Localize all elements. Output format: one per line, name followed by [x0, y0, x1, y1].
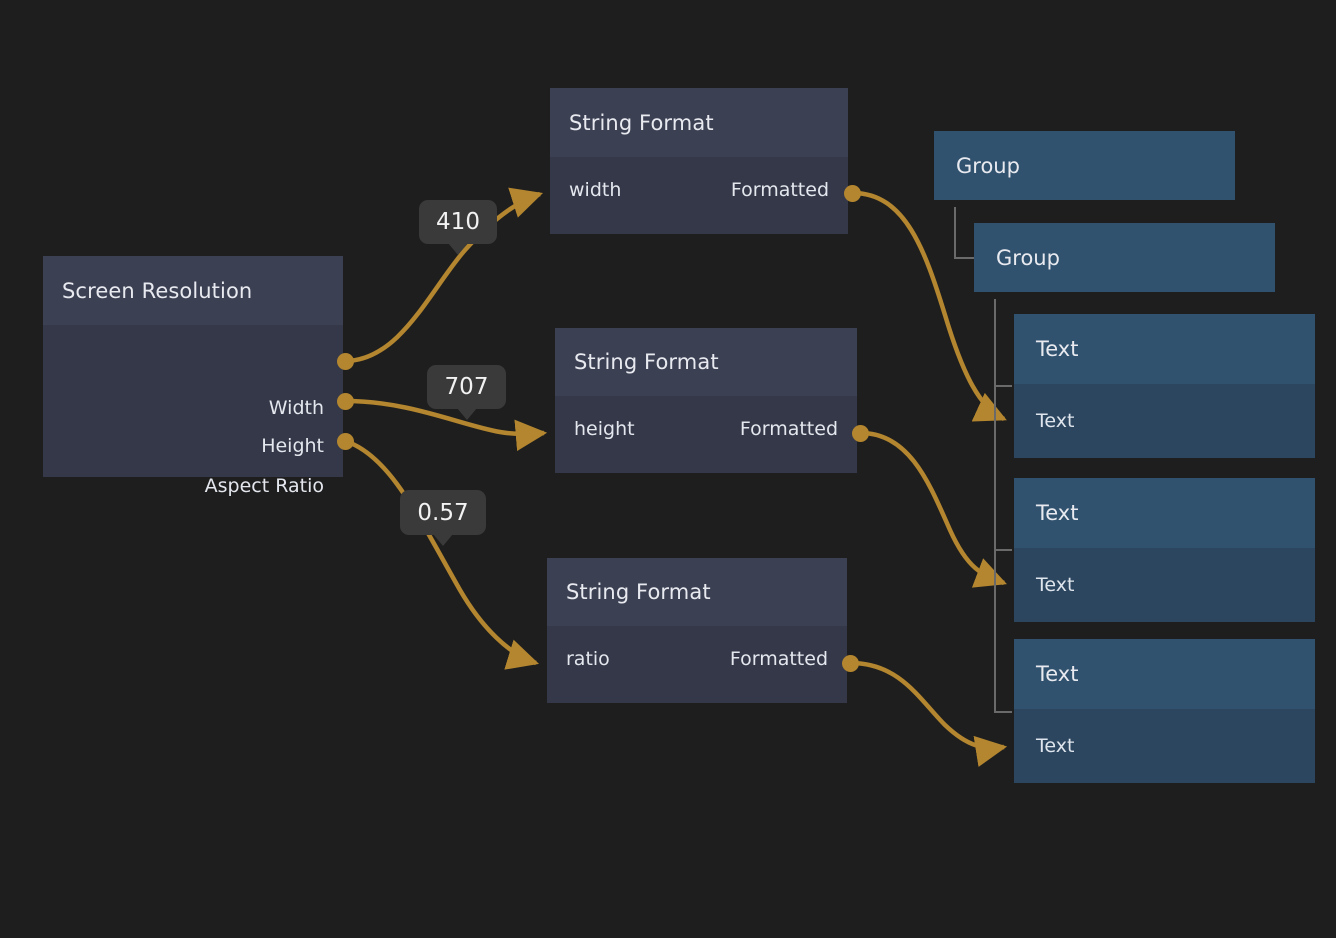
output-label-formatted-width: Formatted	[730, 179, 829, 201]
node-string-format-ratio-header[interactable]: String Format	[547, 558, 847, 626]
socket-output-formatted-height[interactable]	[852, 425, 869, 442]
input-label-ratio: ratio	[566, 648, 610, 670]
node-text-3-title: Text	[1036, 662, 1079, 686]
value-bubble-height[interactable]: 707	[427, 365, 506, 420]
tree-connector-stub-text-1	[994, 385, 1012, 387]
value-bubble-ratio-tail	[433, 534, 453, 546]
node-text-3-subtitle: Text	[1036, 735, 1075, 757]
value-bubble-height-tail	[456, 408, 477, 420]
node-text-2-subtitle: Text	[1036, 574, 1075, 596]
value-bubble-height-label: 707	[444, 374, 489, 400]
node-string-format-width-header[interactable]: String Format	[550, 88, 848, 157]
value-bubble-width-label: 410	[436, 209, 480, 235]
tree-connector-outer-stub	[954, 257, 974, 259]
socket-output-width[interactable]	[337, 353, 354, 370]
socket-output-aspect-ratio[interactable]	[337, 433, 354, 450]
node-string-format-width[interactable]: String Format width Formatted	[550, 88, 848, 234]
node-text-3-header[interactable]: Text	[1014, 639, 1315, 709]
node-text-1[interactable]: Text Text	[1014, 314, 1315, 458]
tree-connector-inner-vertical	[994, 299, 996, 713]
node-screen-resolution-header[interactable]: Screen Resolution	[43, 256, 343, 325]
node-group-inner-header[interactable]: Group	[974, 223, 1275, 292]
tree-connector-stub-text-3	[994, 711, 1012, 713]
node-string-format-width-title: String Format	[569, 110, 714, 135]
node-string-format-height-body: height Formatted	[555, 396, 857, 473]
port-row-ratio[interactable]: ratio Formatted	[547, 644, 847, 674]
node-text-2-body: Text	[1014, 548, 1315, 622]
output-label-formatted-ratio: Formatted	[729, 648, 828, 670]
node-text-1-title: Text	[1036, 337, 1079, 361]
output-label-width: Width	[268, 397, 324, 419]
node-string-format-height-title: String Format	[574, 350, 719, 374]
node-group-inner-title: Group	[996, 245, 1060, 270]
node-text-2[interactable]: Text Text	[1014, 478, 1315, 622]
node-screen-resolution-title: Screen Resolution	[62, 278, 253, 303]
node-string-format-ratio[interactable]: String Format ratio Formatted	[547, 558, 847, 703]
value-bubble-width[interactable]: 410	[419, 200, 497, 255]
output-label-aspect-ratio: Aspect Ratio	[204, 475, 324, 497]
wire-aspect-ratio	[344, 438, 540, 670]
node-group-outer[interactable]: Group	[934, 131, 1235, 200]
socket-output-formatted-ratio[interactable]	[842, 655, 859, 672]
wire-formatted-to-text-2	[860, 430, 1007, 588]
output-label-formatted-height: Formatted	[739, 418, 838, 440]
socket-output-height[interactable]	[337, 393, 354, 410]
port-row-width[interactable]: width Formatted	[550, 175, 848, 205]
node-screen-resolution[interactable]: Screen Resolution Width Height Aspect Ra…	[43, 256, 343, 497]
input-label-width: width	[569, 179, 622, 201]
node-text-2-header[interactable]: Text	[1014, 478, 1315, 548]
node-group-outer-title: Group	[956, 153, 1020, 178]
node-group-outer-header[interactable]: Group	[934, 131, 1235, 200]
tree-connector-stub-text-2	[994, 549, 1012, 551]
input-label-height: height	[574, 418, 635, 440]
socket-output-formatted-width[interactable]	[844, 185, 861, 202]
output-row-height[interactable]: Height	[43, 434, 343, 458]
output-label-height: Height	[261, 435, 324, 457]
node-string-format-ratio-body: ratio Formatted	[547, 626, 847, 703]
node-text-1-body: Text	[1014, 384, 1315, 458]
node-text-1-subtitle: Text	[1036, 410, 1075, 432]
wire-formatted-to-text-3	[850, 660, 1008, 767]
tree-connector-outer-vertical	[954, 207, 956, 259]
value-bubble-width-tail	[448, 243, 468, 255]
node-string-format-height-header[interactable]: String Format	[555, 328, 857, 396]
value-bubble-ratio-label: 0.57	[417, 499, 469, 526]
node-string-format-height[interactable]: String Format height Formatted	[555, 328, 857, 473]
node-text-1-header[interactable]: Text	[1014, 314, 1315, 384]
node-screen-resolution-body: Width Height Aspect Ratio	[43, 325, 343, 497]
node-string-format-width-body: width Formatted	[550, 157, 848, 234]
value-bubble-ratio[interactable]: 0.57	[400, 490, 486, 546]
output-row-width[interactable]: Width	[43, 396, 343, 420]
node-text-2-title: Text	[1036, 501, 1079, 525]
port-row-height[interactable]: height Formatted	[555, 414, 857, 444]
node-text-3-body: Text	[1014, 709, 1315, 783]
node-string-format-ratio-title: String Format	[566, 580, 711, 604]
node-text-3[interactable]: Text Text	[1014, 639, 1315, 783]
node-group-inner[interactable]: Group	[974, 223, 1275, 292]
output-row-aspect-ratio[interactable]: Aspect Ratio	[43, 474, 343, 498]
